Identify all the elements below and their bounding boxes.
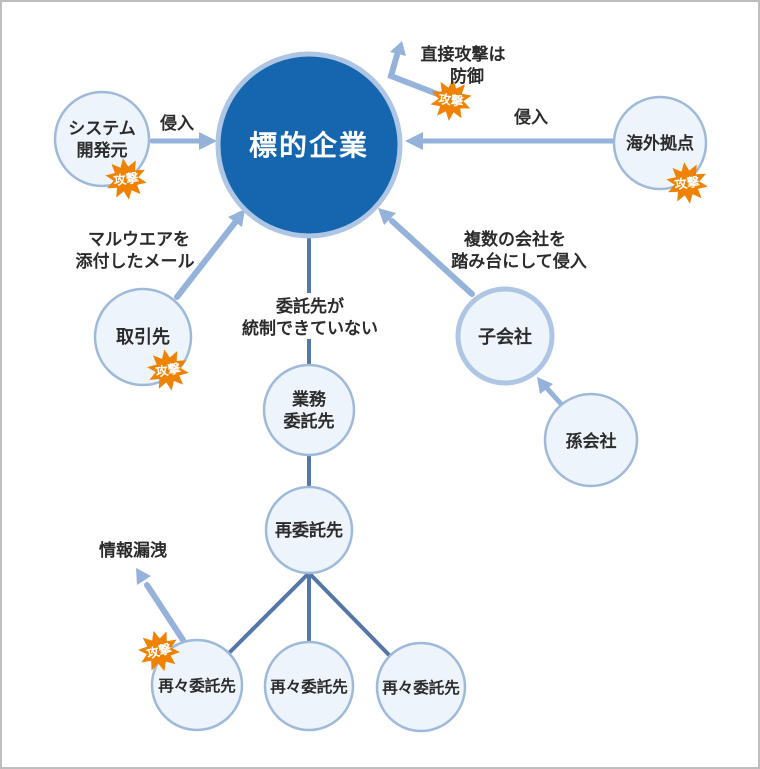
system-developer-label-line2: 開発元 xyxy=(77,140,128,161)
attack-burst-label: 攻撃 xyxy=(154,360,182,379)
malware-arrow-from-partner-head xyxy=(228,209,245,227)
deflected-direct-attack-arrow-line xyxy=(387,52,448,100)
outsourcing-contractor-node xyxy=(262,363,356,457)
target-company-node xyxy=(215,51,403,239)
information-leak-label: 情報漏洩 xyxy=(99,540,167,561)
arrow-grandchild-to-subsidiary-line xyxy=(542,383,565,408)
grandchild-company-label: 孫会社 xyxy=(566,431,617,452)
information-leak-arrow-line xyxy=(144,582,186,643)
attack-burst-sub-subcontractor: 攻撃 xyxy=(134,625,184,677)
intrusion-arrow-from-system-developer-head xyxy=(199,132,217,150)
sub-subcontractor-right-label: 再々委託先 xyxy=(382,678,460,697)
sub-subcontractor-mid-node xyxy=(263,640,355,732)
intrusion-arrow-from-system-developer xyxy=(149,132,217,150)
direct-attack-label-line1: 直接攻撃は xyxy=(421,44,506,65)
attack-burst-label: 攻撃 xyxy=(113,170,140,188)
subsidiary-node xyxy=(455,286,555,386)
overseas-base-label: 海外拠点 xyxy=(626,133,694,154)
attack-burst-direct: 攻撃 xyxy=(428,77,474,123)
attack-burst-overseas: 攻撃 xyxy=(664,159,710,207)
malware-arrow-from-partner-line xyxy=(174,217,240,300)
stepping-stone-arrow-from-subsidiary-head xyxy=(378,208,396,225)
attack-burst-partner: 攻撃 xyxy=(144,345,192,395)
outsourcing-contractor-label-line1: 業務 xyxy=(292,389,327,410)
sub-subcontractor-left-label: 再々委託先 xyxy=(158,676,236,695)
stepping-stone-arrow-from-subsidiary-line xyxy=(389,218,475,297)
attack-burst-label: 攻撃 xyxy=(438,91,465,109)
connector-subcontractor-to-subsub-left xyxy=(227,571,311,655)
malware-mail-label-line1: マルウエアを xyxy=(88,230,190,250)
stepping-stone-label-line1: 複数の会社を xyxy=(463,229,566,250)
arrow-grandchild-to-subsidiary-head xyxy=(537,377,553,394)
deflected-direct-attack-arrow-head xyxy=(390,41,406,56)
system-developer-label-line1: システム xyxy=(68,119,136,139)
malware-arrow-from-partner xyxy=(174,209,245,300)
stepping-stone-arrow-from-subsidiary xyxy=(378,208,475,297)
arrow-grandchild-to-subsidiary xyxy=(537,377,565,408)
uncontrolled-label-line1: 委託先が xyxy=(275,296,344,317)
intrusion-arrow-from-overseas xyxy=(405,132,617,150)
attack-burst-label: 攻撃 xyxy=(674,174,701,192)
information-leak-arrow xyxy=(136,568,186,643)
sub-subcontractor-left-node xyxy=(150,638,244,732)
malware-mail-label-line2: 添付したメール xyxy=(76,251,195,272)
attack-burst-system-developer: 攻撃 xyxy=(103,155,149,203)
grandchild-company-node xyxy=(543,392,639,488)
subcontractor-label: 再委託先 xyxy=(275,520,343,541)
business-partner-label: 取引先 xyxy=(116,326,170,348)
stepping-stone-label-line2: 踏み台にして侵入 xyxy=(451,251,587,272)
intrusion-arrow-from-overseas-head xyxy=(405,132,423,150)
sub-subcontractor-mid-label: 再々委託先 xyxy=(270,677,348,696)
uncontrolled-label-bg xyxy=(235,293,383,339)
overseas-base-node xyxy=(612,95,708,191)
direct-attack-label-line2: 防御 xyxy=(450,66,484,87)
subsidiary-label: 子会社 xyxy=(478,326,532,348)
outsourcing-contractor-label-line2: 委託先 xyxy=(283,411,335,432)
sub-subcontractor-right-node xyxy=(375,641,467,733)
target-company-label: 標的企業 xyxy=(249,129,369,162)
attack-burst-label: 攻撃 xyxy=(145,640,174,661)
deflected-direct-attack-arrow xyxy=(387,41,448,100)
intrusion-right-label: 侵入 xyxy=(513,107,548,128)
intrusion-left-label: 侵入 xyxy=(159,113,194,134)
connector-subcontractor-to-subsub-right xyxy=(307,571,392,658)
uncontrolled-label-line2: 統制できていない xyxy=(242,318,378,339)
information-leak-arrow-head xyxy=(136,568,151,585)
subcontractor-node xyxy=(264,485,354,575)
